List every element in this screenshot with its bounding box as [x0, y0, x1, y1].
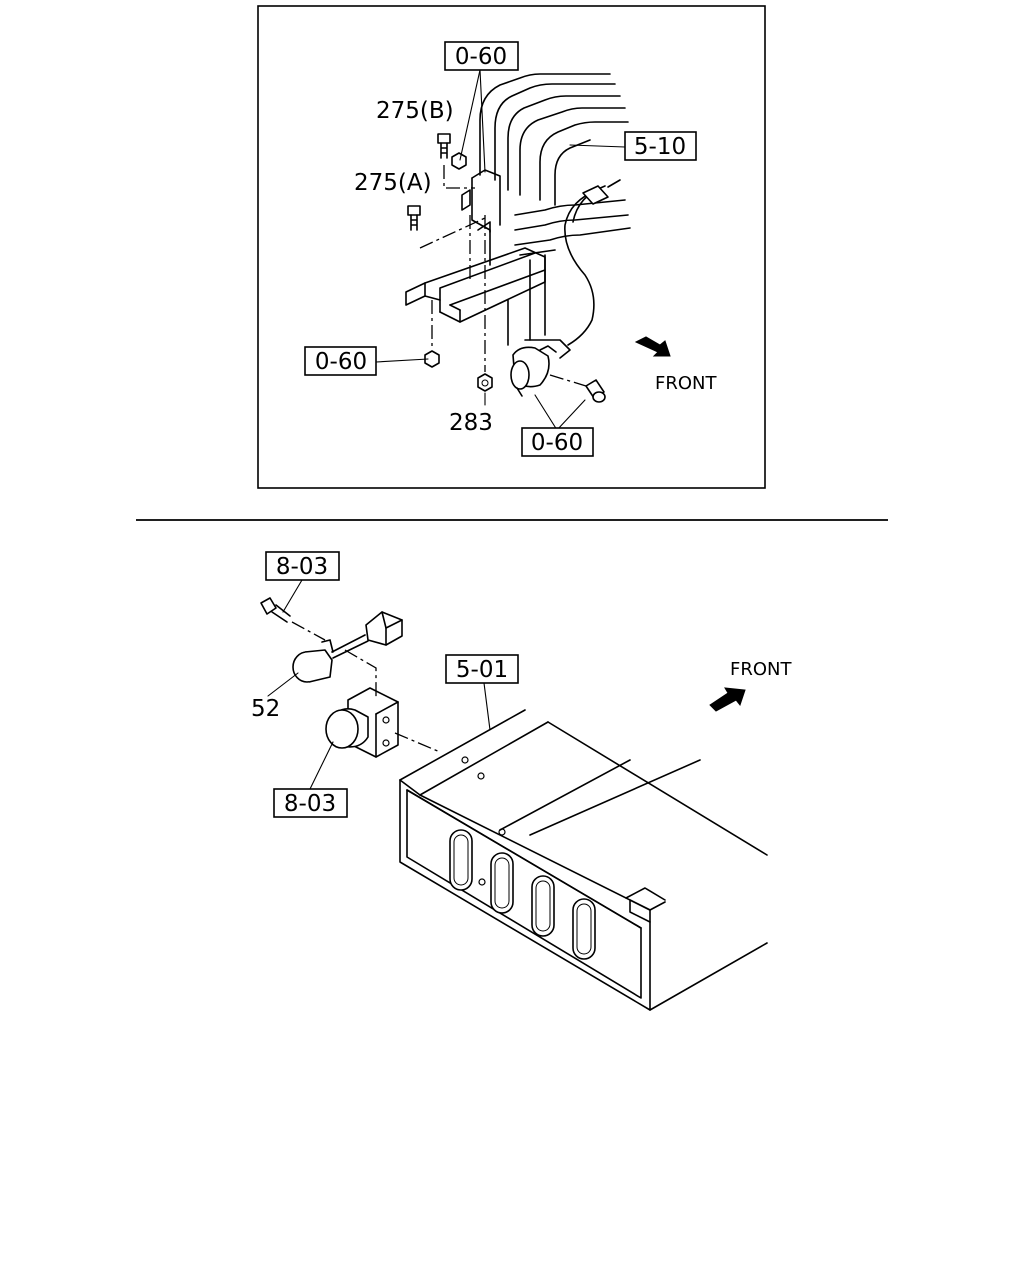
mounting-bracket — [405, 169, 546, 323]
front-arrow-icon — [634, 336, 671, 357]
callout-crossmember-5-01: 5-01 — [445, 654, 519, 684]
label-275a: 275(A) — [354, 170, 432, 196]
fasteners — [407, 133, 493, 392]
side-rail-frame — [479, 73, 631, 346]
svg-text:0-60: 0-60 — [315, 349, 367, 375]
front-arrow-icon — [709, 687, 746, 712]
callout-left-0-60: 0-60 — [304, 346, 377, 376]
svg-text:8-03: 8-03 — [276, 554, 328, 580]
bottom-leaders — [267, 579, 491, 790]
front-label-bottom: FRONT — [730, 659, 792, 680]
label-52: 52 — [251, 696, 280, 722]
sensor-harness — [510, 179, 621, 403]
svg-text:0-60: 0-60 — [531, 430, 583, 456]
callout-bottom-0-60: 0-60 — [521, 427, 594, 457]
sensor-bracket-assembly — [325, 687, 441, 758]
callout-bracket-8-03: 8-03 — [273, 788, 348, 818]
top-leaders — [375, 69, 626, 431]
label-283: 283 — [449, 410, 493, 436]
callout-frame-5-10: 5-10 — [624, 131, 697, 161]
svg-text:5-10: 5-10 — [634, 134, 686, 160]
svg-text:8-03: 8-03 — [284, 791, 336, 817]
label-275b: 275(B) — [376, 98, 454, 124]
crossmember — [399, 709, 768, 1011]
top-panel-frame — [257, 5, 766, 489]
front-label-top: FRONT — [655, 373, 717, 394]
svg-text:5-01: 5-01 — [456, 657, 508, 683]
speed-sensor-52 — [260, 597, 403, 700]
callout-top-0-60: 0-60 — [444, 41, 519, 71]
callout-bolt-8-03: 8-03 — [265, 551, 340, 581]
svg-text:0-60: 0-60 — [455, 44, 507, 70]
